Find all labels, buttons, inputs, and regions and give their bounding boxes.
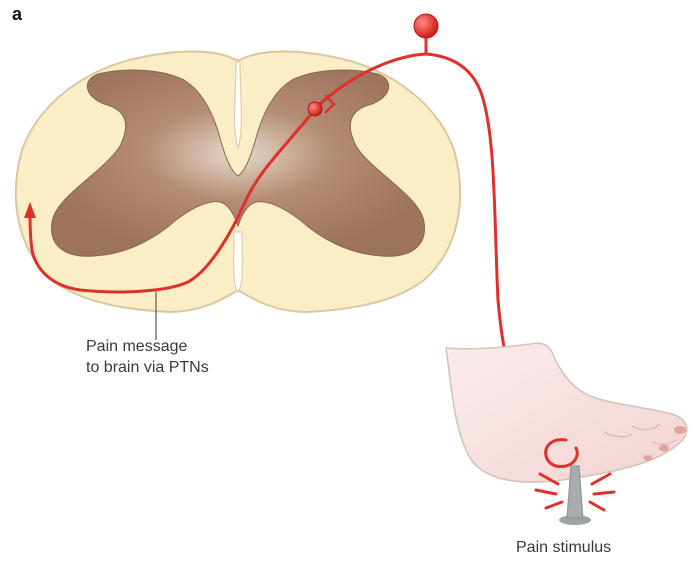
pain-message-label: Pain message to brain via PTNs (86, 336, 209, 378)
sensory-neuron-cell-body (414, 14, 438, 38)
foot (446, 343, 687, 482)
ventral-median-fissure (234, 232, 243, 292)
dorsal-horn-neuron-body (308, 102, 322, 116)
pain-stimulus-label: Pain stimulus (516, 539, 611, 557)
pain-message-line-1: Pain message (86, 336, 209, 357)
dorsal-median-fissure (235, 62, 242, 148)
pain-message-line-2: to brain via PTNs (86, 357, 209, 378)
panel-label: a (12, 4, 22, 25)
